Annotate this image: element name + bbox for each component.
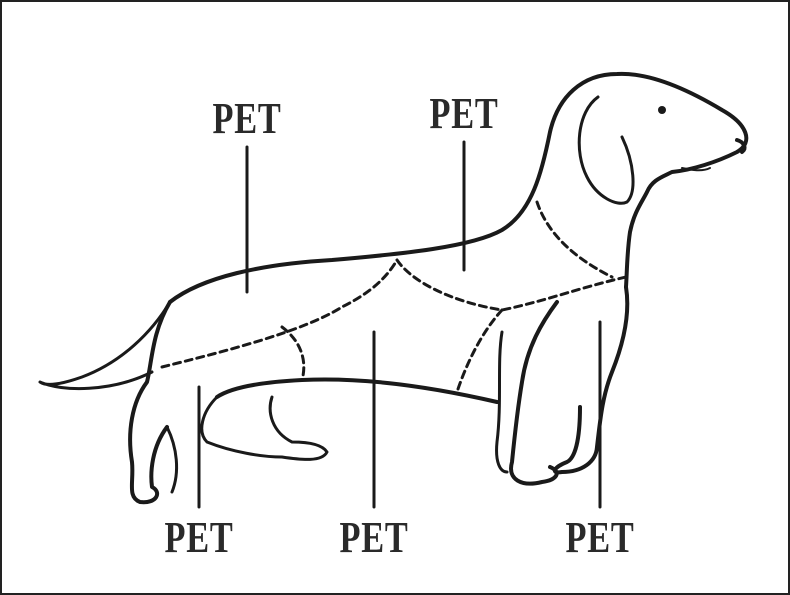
leader-lines: [197, 140, 602, 509]
dog-belly: [215, 377, 499, 404]
dog-nose: [735, 138, 747, 154]
section-dashed-lines: [160, 200, 628, 394]
dog-front-leg: [552, 285, 630, 475]
dog-outline-back: [168, 71, 749, 304]
dog-ear: [577, 95, 635, 205]
label-top-left: PET: [212, 94, 282, 143]
dog-hind-leg-3: [165, 425, 178, 494]
dog-hind-leg: [128, 300, 172, 505]
dog-hind-leg-2: [200, 395, 329, 461]
label-bottom-right: PET: [565, 513, 635, 562]
dog-mouth: [681, 167, 711, 172]
dog-front-leg-2: [509, 300, 559, 486]
dog-eye: [658, 106, 666, 114]
label-bottom-left: PET: [164, 513, 234, 562]
dog-front-leg-3: [495, 330, 509, 474]
label-top-right: PET: [429, 89, 499, 138]
label-bottom-middle: PET: [339, 513, 409, 562]
dog-tail: [38, 300, 172, 390]
